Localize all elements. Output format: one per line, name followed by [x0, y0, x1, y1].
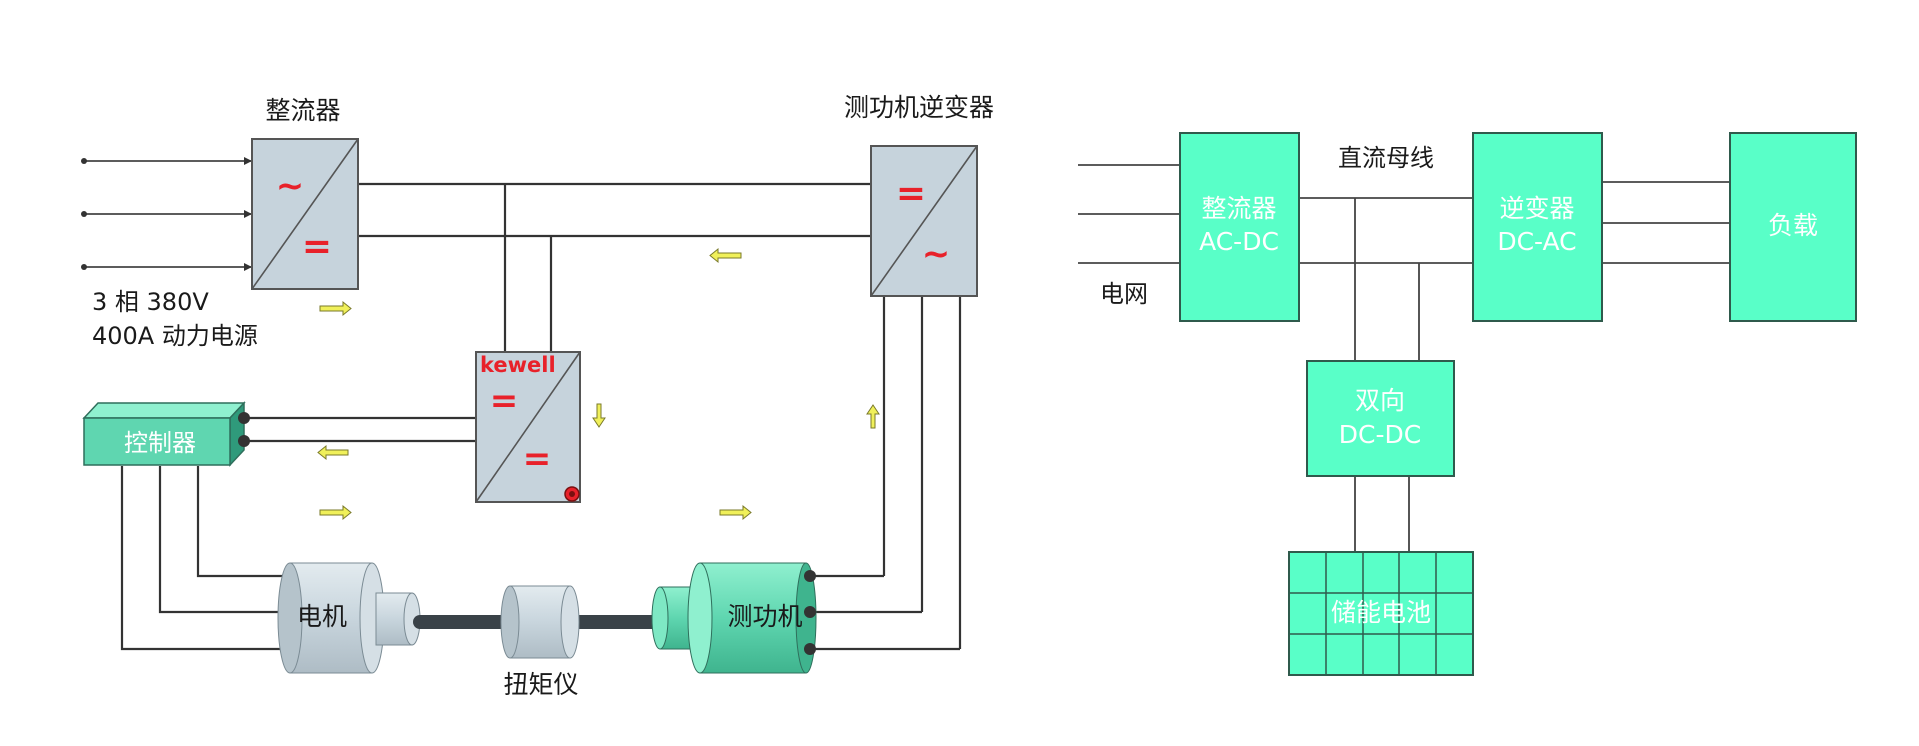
dyno-inverter-block: = ~	[870, 145, 978, 297]
inverter-ac-symbol: ~	[922, 234, 951, 274]
ac-dc-label-line2: AC-DC	[1199, 227, 1279, 256]
arrow-right-icon	[319, 300, 352, 317]
controller-block: 控制器	[82, 401, 250, 467]
load-block: 负载	[1729, 132, 1857, 322]
load-lines	[1602, 181, 1730, 264]
grid-lines	[1078, 164, 1180, 264]
bidirectional-dc-dc-block: 双向 DC-DC	[1306, 360, 1455, 477]
motor-label: 电机	[297, 602, 347, 631]
ac-dc-rectifier-block: 整流器 AC-DC	[1179, 132, 1300, 322]
controller-label: 控制器	[124, 429, 196, 457]
dc-bus-lines	[1299, 197, 1473, 361]
ac-dc-label-line1: 整流器	[1201, 194, 1276, 223]
kewell-brand: kewell	[480, 353, 556, 377]
grid-label: 电网	[1100, 280, 1148, 308]
load-label: 负载	[1768, 211, 1818, 240]
dc-ac-inverter-block: 逆变器 DC-AC	[1472, 132, 1603, 322]
dc-dc-label-line1: 双向	[1355, 386, 1405, 415]
motor: 电机	[277, 562, 421, 674]
power-source-line2: 400A 动力电源	[92, 322, 258, 350]
inverter-output-lines	[810, 296, 962, 651]
three-phase-input-lines	[81, 157, 252, 271]
dc-bus-label: 直流母线	[1338, 144, 1434, 172]
rectifier-dc-symbol: =	[302, 226, 332, 267]
torque-meter-label: 扭矩仪	[503, 670, 578, 699]
kewell-dc-symbol-bottom: =	[523, 439, 552, 479]
kewell-dc-symbol-top: =	[490, 381, 519, 421]
arrow-up-icon	[866, 404, 880, 429]
rectifier-ac-symbol: ~	[276, 166, 305, 206]
dc-dc-label-line2: DC-DC	[1339, 420, 1421, 449]
rectifier-label: 整流器	[265, 96, 340, 125]
dc-link-lines	[358, 182, 871, 352]
rectifier-block: ~ =	[251, 138, 359, 290]
dc-ac-label-line1: 逆变器	[1499, 194, 1574, 223]
kewell-converter-block: kewell = =	[475, 351, 581, 503]
inverter-label: 测功机逆变器	[844, 93, 994, 122]
storage-battery-label: 储能电池	[1331, 598, 1431, 627]
flow-arrows	[317, 247, 880, 521]
dynamometer: 测功机	[651, 562, 817, 674]
torque-meter	[500, 585, 580, 659]
controller-lines	[120, 416, 476, 651]
left-diagram: ~ = 整流器 = ~ 测功机逆变器 3 相 380V 400A 动力电源 ke…	[81, 93, 994, 699]
right-diagram: 电网 直流母线 整流器 AC-DC 逆变器 DC-AC 负载 双向 DC-DC	[1078, 132, 1857, 676]
arrow-right-icon	[319, 504, 352, 521]
arrow-left-icon	[709, 247, 742, 264]
dynamometer-label: 测功机	[727, 602, 802, 631]
power-source-line1: 3 相 380V	[92, 288, 209, 316]
battery-lines	[1354, 476, 1410, 552]
inverter-dc-symbol: =	[896, 173, 926, 214]
arrow-right-icon	[719, 504, 752, 521]
dc-ac-label-line2: DC-AC	[1497, 227, 1576, 256]
storage-battery-block: 储能电池	[1288, 551, 1474, 676]
arrow-left-icon	[317, 444, 349, 461]
arrow-down-icon	[592, 403, 606, 428]
